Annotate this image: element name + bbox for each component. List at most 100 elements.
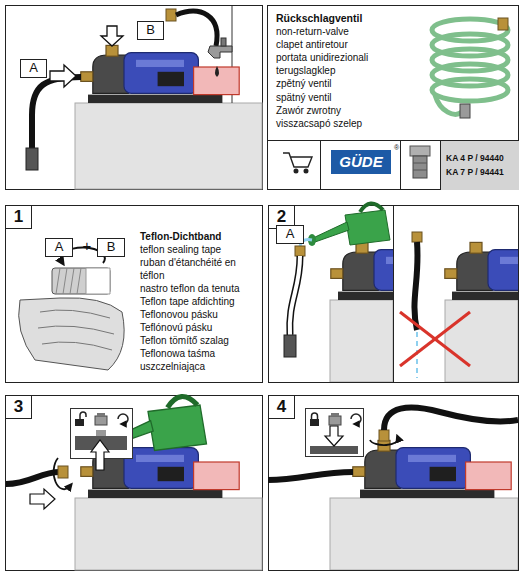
tape-name: Teflonovou pásku [140,308,252,321]
hand-taping-illustration [19,248,124,370]
hand-taping-illustration [42,342,112,350]
hand-taping-illustration [40,310,110,318]
filling-hose-illustration [414,242,417,330]
filling-pump-illustration [6,472,60,484]
brand-logo: GÜDE [331,150,391,174]
overview-illustration [32,77,81,150]
filling-pump-illustration [6,397,262,570]
filling-pump-illustration [54,458,70,489]
info-panel-text: portata unidirezionali [276,51,518,64]
overview-illustration [215,66,219,77]
valve-illustration [320,140,321,189]
info-panel-text: non-return-valve [276,25,518,38]
filling-hose-illustration [290,256,300,335]
info-panel-text: Zawór zwrotny [276,104,518,117]
filling-pump-illustration [118,414,128,424]
tape-name-column: Teflon-Dichtbandteflon sealing taperuban… [140,230,252,373]
tape-name: teflon sealing tape [140,243,252,256]
filling-pump-illustration [30,489,55,509]
overview-illustration [208,46,232,58]
step-number-text: 2 [269,206,294,227]
tape-name: Teflon tape afdichting [140,295,252,308]
connecting-pump-illustration [351,414,361,424]
callout-box-text: A [46,239,72,255]
filling-hose-illustration [393,205,394,382]
valve-illustration [432,19,508,101]
valve-illustration [400,140,401,189]
cart-icon [283,153,312,173]
filling-hose-illustration [331,242,393,300]
connecting-pump-illustration [325,426,343,446]
info-panel-text: clapet antiretour [276,38,518,51]
filling-hose-illustration [412,232,422,242]
connecting-pump-illustration [330,498,518,570]
tape-name: ruban d'étanchéité en téflon [140,256,252,282]
filling-hose-illustration [445,242,518,382]
hand-taping-illustration [19,298,124,370]
callout-box-text: A [21,60,46,76]
valve-photo [413,163,427,164]
filling-hose-illustration [308,203,390,246]
callout-box-text: A [277,226,303,242]
connecting-pump-illustration [268,472,353,480]
filling-pump-illustration [75,412,86,426]
filling-pump-illustration [91,440,109,470]
callout-box: A [276,225,304,244]
overview-illustration [50,65,76,87]
overview-illustration [26,148,38,170]
filling-pump-illustration [58,466,68,478]
hand-taping-illustration [86,268,110,294]
overview-illustration [221,38,226,46]
overview-illustration [75,103,262,189]
valve-illustration [460,104,470,118]
connecting-pump-illustration [370,438,398,445]
overview-illustration [166,9,176,21]
info-panel-text: terugslagklep [276,64,518,77]
overview-illustration [101,26,123,46]
connecting-pump-illustration [268,408,518,570]
panel-frame [269,396,519,571]
filling-hose-illustration [330,300,393,382]
hand-taping-illustration [70,268,74,294]
tape-name: Teflon-Dichtband [140,230,252,243]
step-number: 1 [5,205,32,229]
hand-taping-illustration [63,268,67,294]
callout-box: A [45,238,73,257]
panel-frame [6,206,263,383]
filling-hose-illustration [290,256,300,335]
hand-taping-illustration [38,310,114,350]
cart-icon [294,169,298,173]
hand-taping-illustration [77,268,81,294]
filling-hose-illustration [445,242,518,300]
overview-illustration [26,6,262,189]
filling-hose-illustration [284,203,527,382]
connecting-pump-illustration [353,440,511,498]
step-number-text: 3 [6,396,31,417]
info-panel-text: zpětný ventil [276,77,518,90]
valve-photo [410,146,430,178]
article-cell-text: KA 4 P / 94440 [446,151,519,165]
callout-box: B [97,238,125,257]
connecting-pump-illustration [329,413,341,425]
tape-name: nastro teflon da tenuta [140,282,252,295]
valve-illustration [432,79,508,101]
tape-name: Teflonowa taśma uszczelniająca [140,347,252,373]
panel-frame [6,6,263,190]
filling-hose-illustration [330,242,393,382]
filling-pump-illustration [95,413,107,425]
info-panel-text: Rückschlagventil [276,12,518,25]
hand-taping-illustration [52,268,110,294]
step-number: 3 [5,395,32,419]
hand-taping-illustration [56,268,60,294]
info-panel-text: visszacsapó szelep [276,117,518,130]
valve-illustration [267,18,518,189]
valve-photo [413,156,427,178]
connecting-pump-illustration [306,409,364,457]
cart-icon [304,169,308,173]
tape-name: Teflon tömítő szalag [140,334,252,347]
connecting-pump-illustration [310,446,358,454]
step-number-text: 1 [6,206,31,227]
callout-box-text: B [138,22,163,38]
step-number: 4 [268,395,295,419]
filling-hose-illustration [284,335,296,357]
